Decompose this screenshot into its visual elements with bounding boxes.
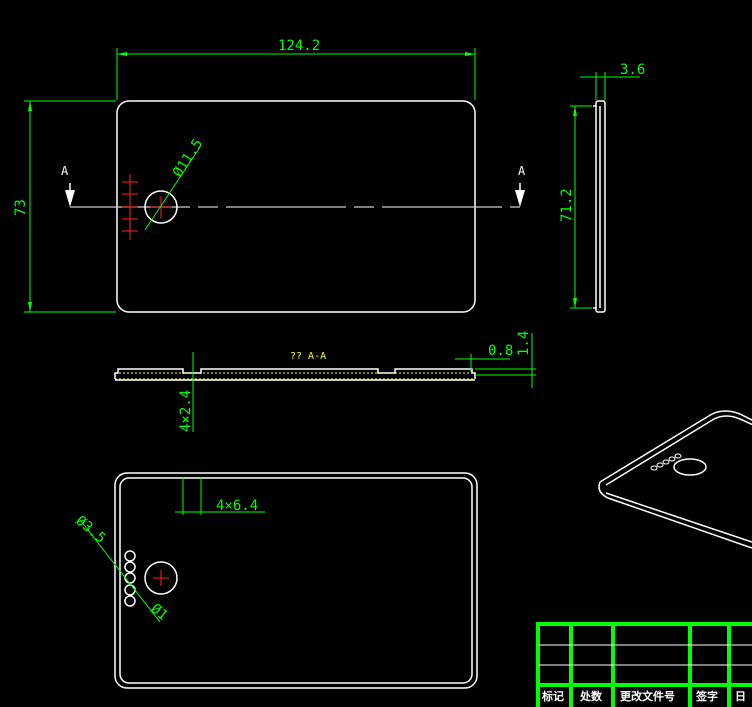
title-block: 标记 处数 更改文件号 签字 日 <box>536 622 752 707</box>
camera-hole-bottom <box>144 561 178 595</box>
wall-dimension: 0.8 <box>488 343 513 359</box>
step-dimension: 1.4 <box>516 331 532 356</box>
small-holes-bottom <box>124 550 136 607</box>
section-mark-right: A <box>518 164 526 178</box>
title-block-header-mark: 标记 <box>541 689 564 703</box>
side-view: 71.2 3.6 <box>559 62 645 313</box>
section-title: ?? A-A <box>290 351 326 362</box>
section-arrow-left <box>65 190 75 207</box>
small-hole-diameter: Ø3.5 <box>72 513 108 547</box>
title-block-header-signature: 签字 <box>695 689 718 703</box>
title-block-header-date: 日 <box>735 690 746 703</box>
isometric-view <box>598 410 752 549</box>
camera-hole <box>144 190 178 224</box>
side-height-dimension: 71.2 <box>559 188 575 222</box>
top-view: 124.2 73 A A Ø11.5 <box>13 38 526 313</box>
hole-diameter: Ø11.5 <box>170 136 206 180</box>
title-block-header-change-doc: 更改文件号 <box>620 689 675 703</box>
thickness-dimension: 3.6 <box>620 62 645 78</box>
section-arrow-right <box>515 190 525 207</box>
hole-dim-leader <box>144 146 201 231</box>
width-dimension: 124.2 <box>278 38 320 54</box>
section-mark-left: A <box>61 164 69 178</box>
small-holes <box>122 174 138 240</box>
bottom-view: 4×6.4 Ø3.5 Ø1 <box>72 472 478 689</box>
height-dimension: 73 <box>13 199 29 216</box>
section-view: ?? A-A 4×2.4 0.8 1.4 <box>114 331 536 432</box>
slot-width-dimension: 4×6.4 <box>216 498 258 514</box>
title-block-header-count: 处数 <box>579 689 603 703</box>
pin-diameter: Ø1 <box>147 601 170 624</box>
slot-depth-dimension: 4×2.4 <box>178 390 194 432</box>
